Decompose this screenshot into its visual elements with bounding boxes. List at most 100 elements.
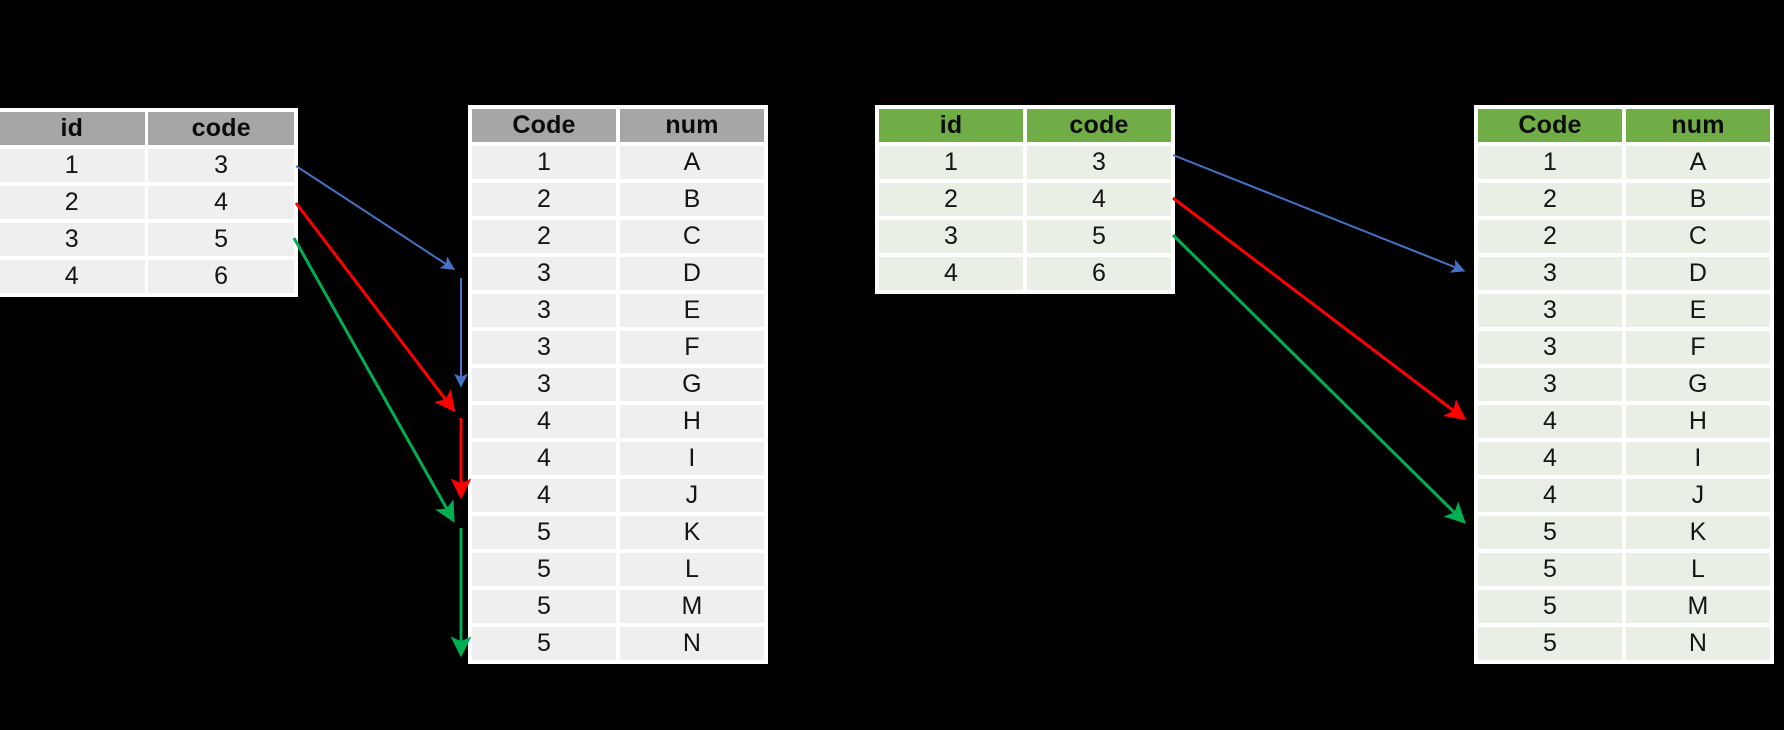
- table-cell: E: [619, 294, 765, 327]
- column-header-num: num: [1625, 109, 1771, 142]
- table-cell: 5: [1478, 627, 1623, 660]
- table-cell: 3: [0, 223, 145, 256]
- table-cell: 3: [1478, 294, 1623, 327]
- column-header-code: code: [148, 112, 294, 145]
- table-cell: 5: [1478, 590, 1623, 623]
- table-cell: H: [619, 405, 765, 438]
- table-cell: I: [1625, 442, 1771, 475]
- table-cell: I: [619, 442, 765, 475]
- table-cell: 3: [472, 368, 617, 401]
- table-cell: 4: [472, 479, 617, 512]
- left-connector-blue: [295, 165, 468, 388]
- table-cell: D: [619, 257, 765, 290]
- column-header-code: Code: [472, 109, 617, 142]
- table-cell: 3: [472, 331, 617, 364]
- table-cell: B: [1625, 183, 1771, 216]
- table-cell: 1: [1478, 146, 1623, 179]
- table-cell: 2: [1478, 220, 1623, 253]
- table-cell: 3: [1478, 331, 1623, 364]
- table-cell: 3: [148, 149, 294, 182]
- column-header-code: Code: [1478, 109, 1623, 142]
- left-connector-green: [292, 237, 472, 658]
- table-cell: 5: [472, 553, 617, 586]
- table-cell: N: [619, 627, 765, 660]
- table-cell: 2: [472, 183, 617, 216]
- column-header-id: id: [879, 109, 1024, 142]
- table-cell: 3: [472, 257, 617, 290]
- table-cell: 3: [1478, 257, 1623, 290]
- table-cell: 2: [1478, 183, 1623, 216]
- table-cell: N: [1625, 627, 1771, 660]
- table-cell: A: [619, 146, 765, 179]
- table-cell: 1: [472, 146, 617, 179]
- table-cell: M: [1625, 590, 1771, 623]
- table-cell: F: [1625, 331, 1771, 364]
- table-cell: 2: [0, 186, 145, 219]
- table-cell: 4: [472, 442, 617, 475]
- table-cell: 3: [472, 294, 617, 327]
- table-cell: 5: [148, 223, 294, 256]
- column-header-code: code: [1026, 109, 1172, 142]
- table-cell: 1: [879, 146, 1024, 179]
- table-cell: 2: [472, 220, 617, 253]
- table-cell: F: [619, 331, 765, 364]
- table-cell: 3: [879, 220, 1024, 253]
- table-cell: 2: [879, 183, 1024, 216]
- left-connector-red: [294, 202, 472, 500]
- table-cell: K: [619, 516, 765, 549]
- table-cell: A: [1625, 146, 1771, 179]
- table-cell: 5: [472, 590, 617, 623]
- table-cell: 4: [1478, 405, 1623, 438]
- right-connector-green: [1171, 233, 1466, 524]
- table-cell: 4: [1026, 183, 1172, 216]
- table-cell: J: [1625, 479, 1771, 512]
- table-cell: D: [1625, 257, 1771, 290]
- table-cell: 4: [0, 260, 145, 293]
- table-cell: E: [1625, 294, 1771, 327]
- table-cell: 1: [0, 149, 145, 182]
- table-cell: 6: [1026, 257, 1172, 290]
- table-cell: 4: [148, 186, 294, 219]
- right-connector-red: [1172, 196, 1467, 421]
- table-cell: 4: [1478, 479, 1623, 512]
- table-cell: 3: [1026, 146, 1172, 179]
- table-cell: K: [1625, 516, 1771, 549]
- table-cell: H: [1625, 405, 1771, 438]
- table-cell: L: [619, 553, 765, 586]
- table-cell: 3: [1478, 368, 1623, 401]
- right-connector-blue: [1172, 154, 1466, 273]
- table-cell: 4: [879, 257, 1024, 290]
